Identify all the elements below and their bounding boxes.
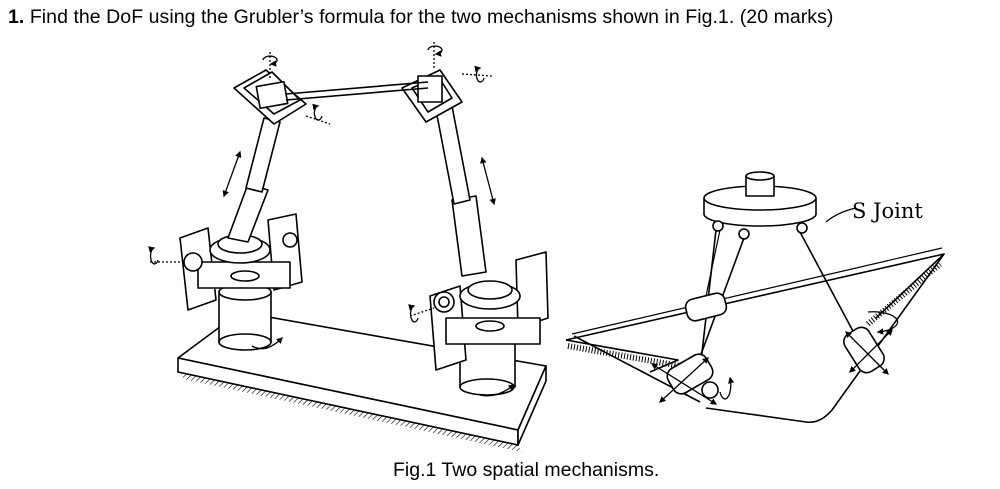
ground-hatch-left	[180, 372, 522, 452]
left-head	[233, 69, 307, 125]
left-leg-lower	[227, 183, 269, 243]
right-leg-lower	[451, 195, 487, 277]
figure-caption: Fig.1 Two spatial mechanisms.	[393, 459, 660, 481]
s-joint-label: S Joint	[852, 199, 923, 223]
slider-front-left	[684, 292, 728, 322]
s-joint-1	[712, 220, 724, 232]
question-text: 1. Find the DoF using the Grubler’s form…	[8, 6, 833, 29]
left-pillar	[218, 283, 272, 351]
s-joint-3	[796, 222, 808, 234]
right-mechanism-arrows	[650, 207, 899, 405]
left-mechanism	[177, 69, 549, 452]
left-mechanism-arrows	[148, 42, 516, 397]
moving-platform	[703, 171, 817, 227]
left-clevis	[179, 213, 303, 311]
right-clevis	[429, 251, 549, 371]
question-number: 1.	[8, 6, 25, 28]
left-leg-upper	[245, 117, 281, 193]
question-body: Find the DoF using the Grubler’s formula…	[24, 6, 834, 28]
s-joint-2	[738, 228, 750, 240]
right-leg-upper	[435, 105, 471, 205]
